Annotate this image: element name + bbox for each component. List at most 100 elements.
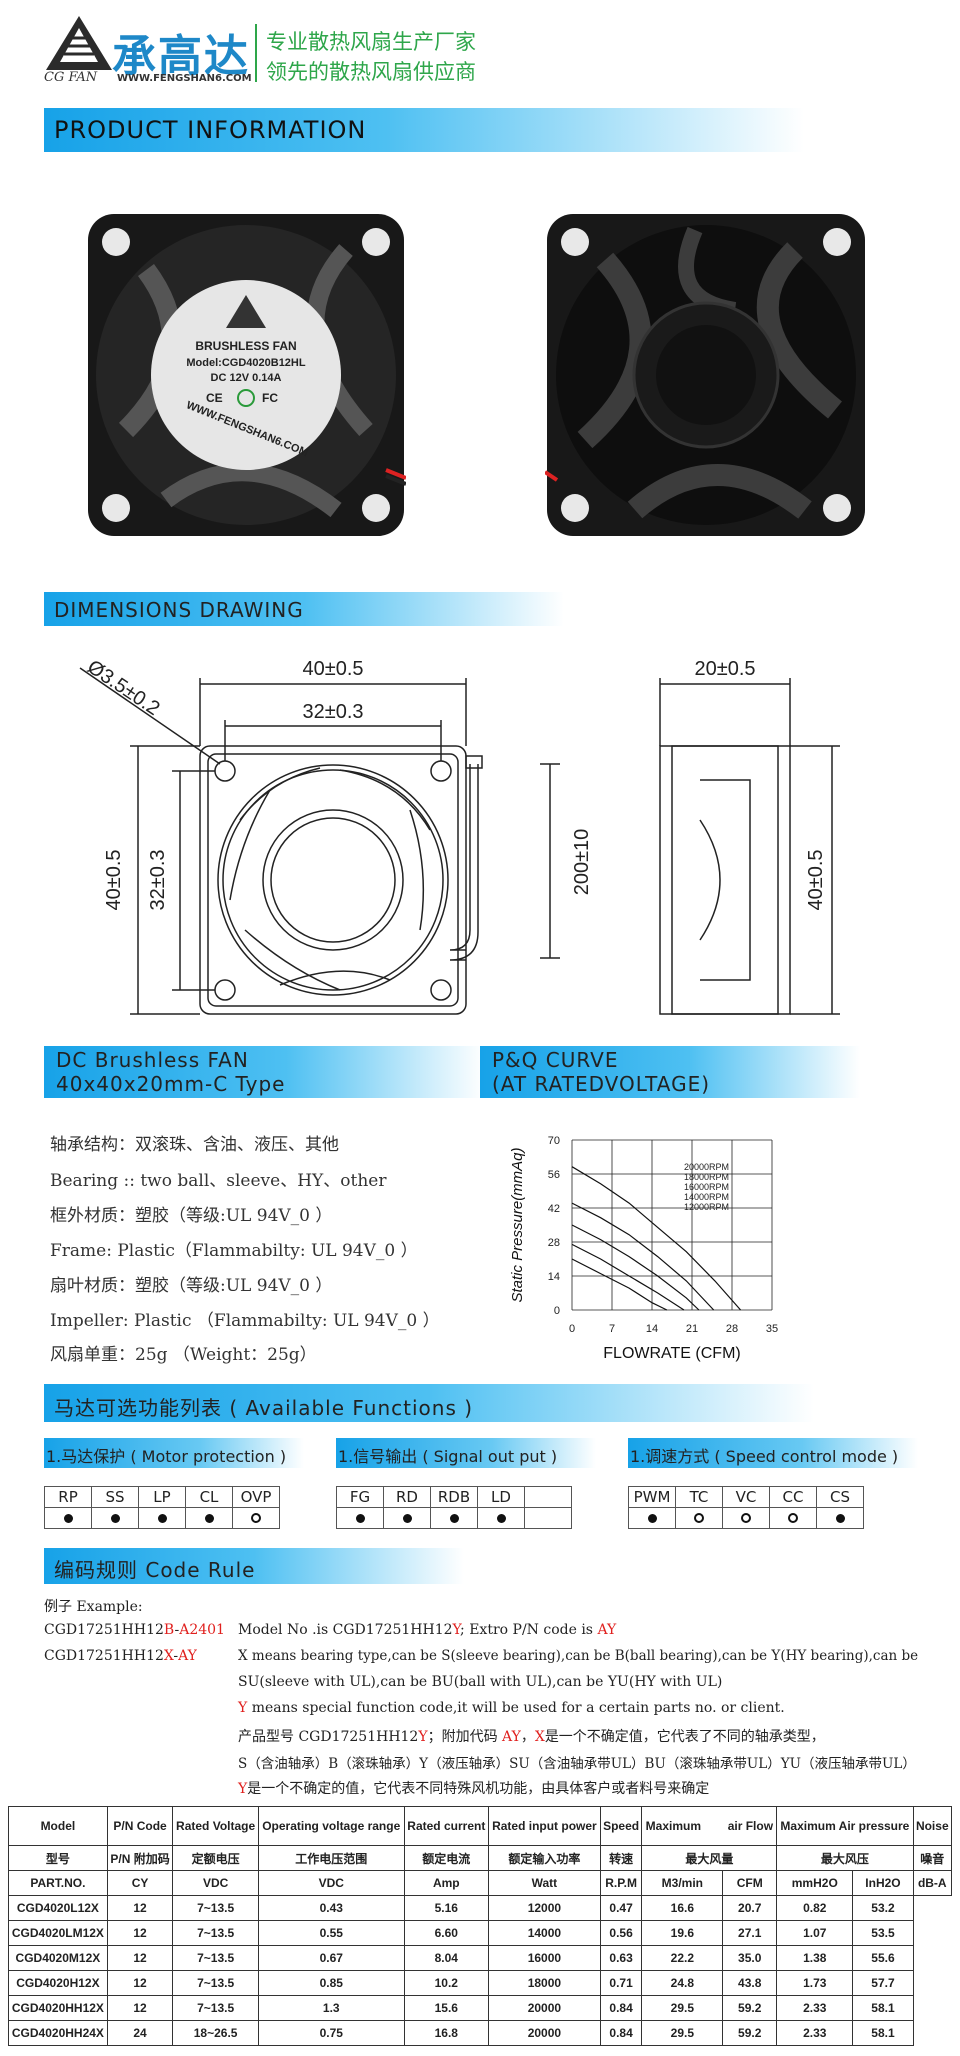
- table-cell: 7~13.5: [172, 1895, 259, 1921]
- th3-unit: VDC: [257, 1870, 405, 1896]
- table-cell: 43.8: [722, 1970, 778, 1996]
- series-line-18000rpm: [571, 1202, 715, 1311]
- y-tick-label: 28: [548, 1237, 560, 1249]
- th2-pn: P/N 附加码: [106, 1845, 174, 1871]
- spec-impeller-cn: 扇叶材质：塑胶（等级:UL 94V_0 ）: [50, 1276, 333, 1296]
- func-title: 1.信号输出 ( Signal out put ): [338, 1447, 558, 1466]
- x-axis-label: FLOWRATE (CFM): [603, 1345, 740, 1362]
- table-cell: CGD4020HH24X: [8, 2020, 108, 2046]
- series-line-12000rpm: [571, 1258, 668, 1311]
- legend-label: 14000RPM: [684, 1192, 729, 1202]
- fan-front-image: BRUSHLESS FAN Model:CGD4020B12HL DC 12V …: [88, 214, 406, 536]
- filled-dot-icon: [63, 1514, 73, 1523]
- filled-dot-icon: [110, 1514, 120, 1523]
- open-dot-icon: [251, 1513, 261, 1523]
- th-rated-power: Rated input power: [488, 1806, 601, 1846]
- table-cell: 20.7: [722, 1895, 778, 1921]
- table-cell: 0.67: [257, 1945, 405, 1971]
- brand-name-cn: 承高达: [112, 31, 250, 82]
- table-cell: 12000: [488, 1895, 601, 1921]
- legend-label: 16000RPM: [684, 1182, 729, 1192]
- table-cell: 7~13.5: [172, 1920, 259, 1946]
- legend-label: 20000RPM: [684, 1162, 729, 1172]
- fan-label-line3: DC 12V 0.14A: [211, 372, 282, 384]
- table-cell: 20000: [488, 2020, 601, 2046]
- y-tick-label: 14: [548, 1271, 560, 1283]
- table-cell: 20000: [488, 1995, 601, 2021]
- slogan-1: 专业散热风扇生产厂家: [266, 30, 476, 54]
- table-cell: 1.3: [257, 1995, 405, 2021]
- th-rated-current: Rated current: [403, 1806, 490, 1846]
- func-cell: SS: [91, 1486, 139, 1508]
- y-tick-label: 0: [554, 1305, 560, 1317]
- table-cell: 12: [106, 1945, 174, 1971]
- table-cell: CGD4020LM12X: [8, 1920, 108, 1946]
- y-tick-label: 56: [548, 1169, 560, 1181]
- dim-height-outer: 40±0.5: [103, 849, 125, 910]
- section-title: PRODUCT INFORMATION: [54, 116, 367, 144]
- fan-label-fc: FC: [262, 391, 278, 405]
- section-dimensions-drawing: DIMENSIONS DRAWING: [44, 592, 564, 626]
- th-max-pressure: Maximum Air pressure: [776, 1806, 914, 1846]
- func-table-speed-control: PWM TC VC CC CS: [628, 1486, 864, 1529]
- func-cell: RP: [44, 1486, 92, 1508]
- func-cell: LP: [138, 1486, 186, 1508]
- fan-label-line2: Model:CGD4020B12HL: [186, 357, 305, 369]
- brand-name-en: CG FAN: [44, 70, 98, 85]
- table-cell: CGD4020H12X: [8, 1970, 108, 1996]
- pq-line2: (AT RATEDVOLTAGE): [492, 1072, 711, 1096]
- th2-airflow: 最大风量: [641, 1845, 778, 1871]
- fan-label-ce: CE: [206, 391, 223, 405]
- fan-back-image: [545, 214, 865, 536]
- table-cell: 19.6: [641, 1920, 724, 1946]
- legend-label: 18000RPM: [684, 1172, 729, 1182]
- table-cell: 7~13.5: [172, 1945, 259, 1971]
- open-dot-icon: [788, 1513, 798, 1523]
- spec-bearing-en: Bearing :: two ball、sleeve、HY、other: [50, 1171, 387, 1191]
- x-tick-label: 35: [766, 1323, 778, 1335]
- table-cell: 57.7: [852, 1970, 914, 1996]
- th-rated-voltage: Rated Voltage: [172, 1806, 259, 1846]
- table-cell: 7~13.5: [172, 1995, 259, 2021]
- table-cell: 0.84: [599, 2020, 643, 2046]
- spec-bearing-cn: 轴承结构：双滚珠、含油、液压、其他: [50, 1135, 339, 1155]
- table-cell: 59.2: [722, 2020, 778, 2046]
- table-cell: 35.0: [722, 1945, 778, 1971]
- table-cell: 18~26.5: [172, 2020, 259, 2046]
- func-cell: OVP: [232, 1486, 280, 1508]
- dim-lead: 200±10: [571, 829, 593, 896]
- table-cell: 58.1: [852, 2020, 914, 2046]
- func-group-signal-output: 1.信号输出 ( Signal out put ): [336, 1438, 596, 1468]
- code-rule-line4: Y means special function code,it will be…: [238, 1700, 785, 1716]
- filled-dot-icon: [449, 1514, 459, 1523]
- th2-model: 型号: [8, 1845, 108, 1871]
- table-cell: 22.2: [641, 1945, 724, 1971]
- func-cell: PWM: [628, 1486, 676, 1508]
- table-cell: 14000: [488, 1920, 601, 1946]
- table-cell: 12: [106, 1970, 174, 1996]
- spec-impeller-en: Impeller: Plastic （Flammabilty: UL 94V_0…: [50, 1311, 440, 1331]
- filled-dot-icon: [157, 1514, 167, 1523]
- company-logo: [46, 16, 112, 70]
- table-cell: 53.2: [852, 1895, 914, 1921]
- th3-unit: Amp: [403, 1870, 490, 1896]
- x-tick-label: 21: [686, 1323, 698, 1335]
- func-cell: RD: [383, 1486, 431, 1508]
- code-rule-line6: S（含油轴承）B（滚珠轴承）Y（液压轴承）SU（含油轴承带UL）BU（滚珠轴承带…: [238, 1756, 916, 1772]
- table-cell: 12: [106, 1920, 174, 1946]
- dc-fan-line2: 40x40x20mm-C Type: [56, 1072, 286, 1096]
- th3-partno: PART.NO.: [8, 1870, 108, 1896]
- table-cell: 1.38: [776, 1945, 854, 1971]
- table-cell: CGD4020M12X: [8, 1945, 108, 1971]
- table-cell: 59.2: [722, 1995, 778, 2021]
- code-rule-line1: Model No .is CGD17251HH12Y; Extro P/N co…: [238, 1622, 617, 1638]
- table-cell: 15.6: [403, 1995, 490, 2021]
- th2-power: 额定输入功率: [488, 1845, 601, 1871]
- table-cell: 16.6: [641, 1895, 724, 1921]
- dim-depth: 20±0.5: [694, 658, 755, 680]
- spec-frame-cn: 框外材质：塑胶（等级:UL 94V_0 ）: [50, 1206, 333, 1226]
